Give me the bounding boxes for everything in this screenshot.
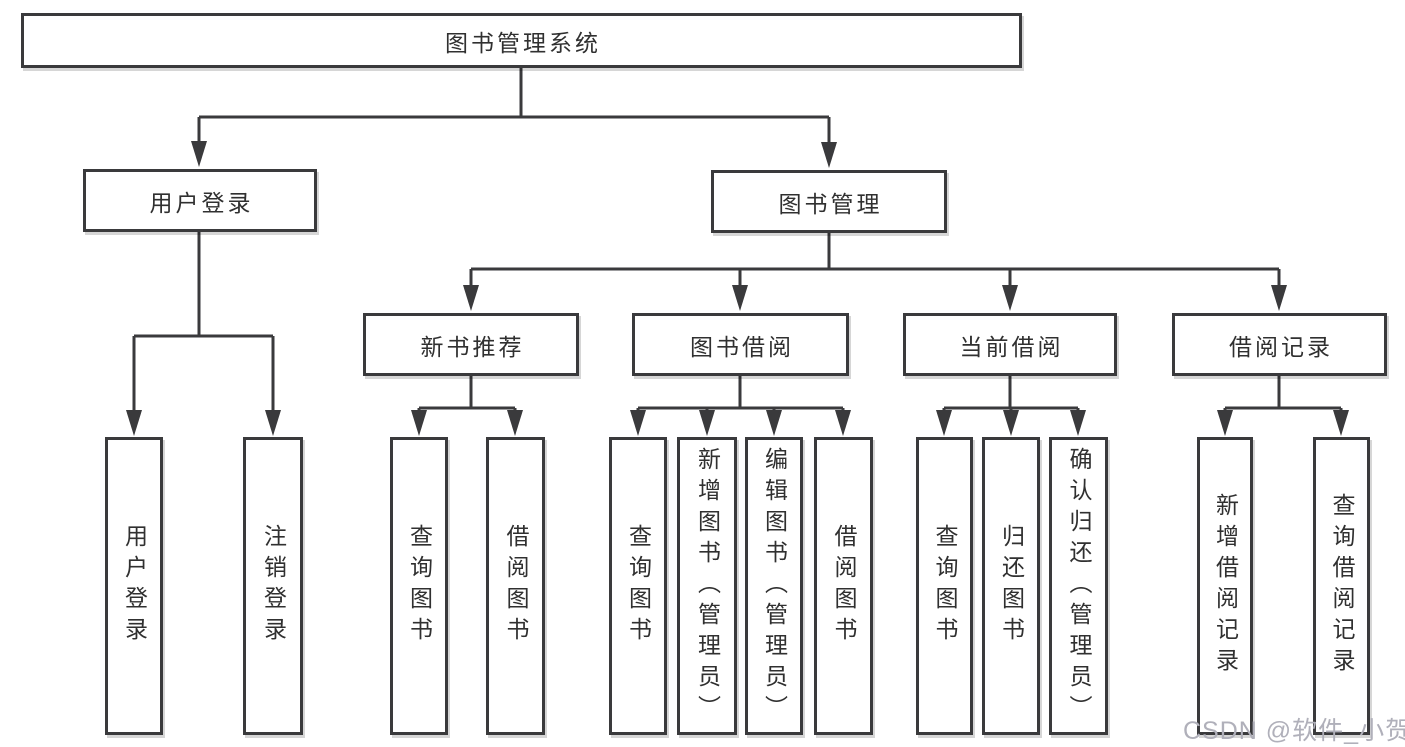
leaf-user-login: 用户登录	[105, 437, 163, 735]
leaf-query-books-recommend: 查询图书	[390, 437, 448, 735]
leaf-add-book-admin: 新增图书（管理员）	[677, 437, 737, 735]
node-book-management: 图书管理	[711, 170, 947, 233]
arrowheads	[126, 141, 1349, 436]
leaf-query-books-current-label: 查询图书	[932, 524, 958, 648]
node-new-book-recommend-label: 新书推荐	[420, 333, 525, 360]
leaf-confirm-return-admin-label: 确认归还（管理员）	[1066, 446, 1092, 726]
leaf-query-borrow-record: 查询借阅记录	[1313, 437, 1370, 735]
node-user-login: 用户登录	[83, 169, 317, 232]
leaf-borrow-books: 借阅图书	[814, 437, 873, 735]
leaf-user-login-label: 用户登录	[121, 524, 148, 648]
node-book-borrow-label: 图书借阅	[690, 333, 794, 360]
node-user-login-label: 用户登录	[149, 189, 254, 216]
watermark: CSDN @软件_小贺同学	[1183, 717, 1405, 745]
node-borrow-records: 借阅记录	[1172, 313, 1387, 376]
leaf-return-books-label: 归还图书	[998, 524, 1025, 648]
leaf-edit-book-admin: 编辑图书（管理员）	[745, 437, 803, 735]
node-current-borrow-label: 当前借阅	[959, 333, 1064, 360]
node-borrow-records-label: 借阅记录	[1229, 333, 1333, 360]
node-root: 图书管理系统	[21, 13, 1022, 68]
leaf-add-borrow-record: 新增借阅记录	[1197, 437, 1253, 735]
leaf-return-books: 归还图书	[982, 437, 1040, 735]
leaf-query-books-current: 查询图书	[916, 437, 973, 735]
leaf-add-borrow-record-label: 新增借阅记录	[1212, 493, 1239, 679]
leaf-edit-book-admin-label: 编辑图书（管理员）	[761, 446, 788, 726]
leaf-query-borrow-record-label: 查询借阅记录	[1329, 493, 1355, 679]
leaf-query-books-borrow-label: 查询图书	[625, 524, 652, 648]
leaf-confirm-return-admin: 确认归还（管理员）	[1049, 437, 1108, 735]
leaf-query-books-borrow: 查询图书	[609, 437, 667, 735]
leaf-query-books-recommend-label: 查询图书	[406, 524, 433, 648]
leaf-borrow-books-recommend: 借阅图书	[486, 437, 545, 735]
leaf-logout-label: 注销登录	[260, 524, 287, 648]
node-root-label: 图书管理系统	[445, 29, 601, 56]
leaf-logout: 注销登录	[243, 437, 303, 735]
node-book-management-label: 图书管理	[778, 190, 883, 217]
leaf-borrow-books-recommend-label: 借阅图书	[503, 524, 529, 648]
leaf-add-book-admin-label: 新增图书（管理员）	[694, 446, 721, 726]
node-new-book-recommend: 新书推荐	[363, 313, 579, 376]
node-current-borrow: 当前借阅	[903, 313, 1117, 376]
leaf-borrow-books-label: 借阅图书	[831, 524, 857, 648]
node-book-borrow: 图书借阅	[632, 313, 849, 376]
